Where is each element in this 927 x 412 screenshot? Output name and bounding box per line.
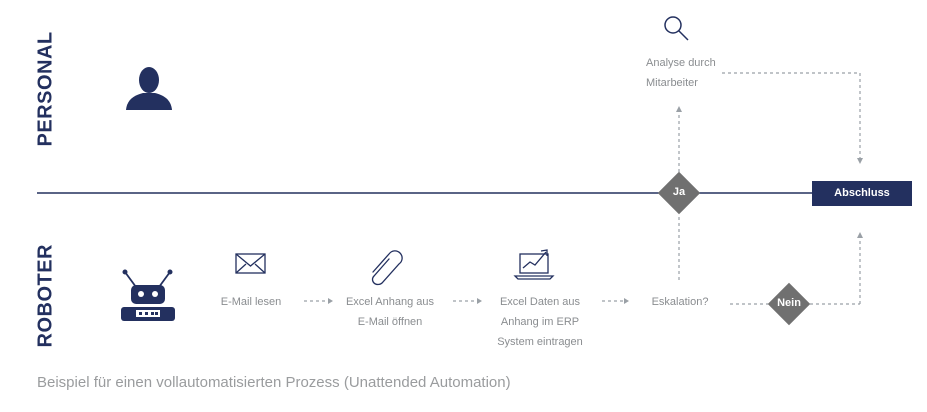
step-erp-line2: Anhang im ERP [500, 316, 580, 328]
step-analysis-line1: Analyse durch [646, 57, 716, 69]
lane-label-roboter: ROBOTER [34, 244, 57, 348]
lane-label-personal: PERSONAL [34, 31, 57, 147]
step-excel-line1: Excel Anhang aus [345, 296, 435, 308]
person-icon [126, 67, 172, 110]
step-email: E-Mail lesen [220, 296, 282, 308]
step-analysis-line2: Mitarbeiter [646, 77, 698, 89]
paperclip-icon [371, 250, 403, 286]
flow-arrows [304, 72, 863, 305]
diagram-caption: Beispiel für einen vollautomatisierten P… [37, 374, 511, 391]
step-erp-line3: System eintragen [497, 336, 583, 348]
step-analysis: Analyse durch Mitarbeiter [646, 53, 746, 93]
step-erp: Excel Daten aus Anhang im ERP System ein… [484, 292, 596, 352]
step-excel-line2: E-Mail öffnen [357, 316, 423, 328]
step-excel: Excel Anhang aus E-Mail öffnen [335, 292, 445, 332]
end-box-abschluss: Abschluss [812, 181, 912, 206]
decision-yes-label: Ja [672, 186, 686, 198]
mail-icon [235, 253, 266, 274]
magnifier-icon [664, 16, 689, 41]
decision-no-label: Nein [777, 297, 801, 309]
step-escalation: Eskalation? [651, 296, 709, 308]
robot-icon [121, 269, 175, 321]
chart-laptop-icon [513, 249, 555, 280]
step-erp-line1: Excel Daten aus [499, 296, 581, 308]
